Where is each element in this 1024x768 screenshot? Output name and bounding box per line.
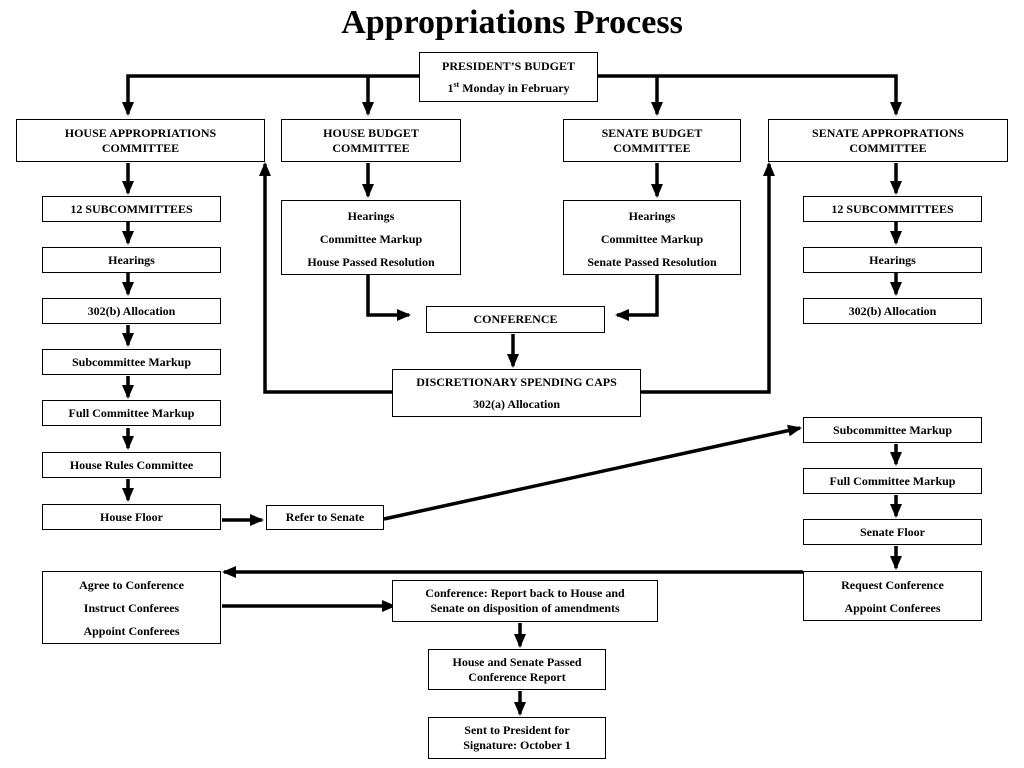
discretionary-spending-caps: DISCRETIONARY SPENDING CAPS 302(a) Alloc… — [392, 369, 641, 417]
senate-floor: Senate Floor — [803, 519, 982, 545]
house-budget-step: House Passed Resolution — [307, 255, 435, 269]
caps-title: DISCRETIONARY SPENDING CAPS — [416, 375, 617, 389]
senate-budget-steps: Hearings Committee Markup Senate Passed … — [563, 200, 741, 275]
senate-full-committee-markup: Full Committee Markup — [803, 468, 982, 494]
presidents-budget-date: 1st Monday in February — [447, 80, 570, 96]
senate-request-conference: Request Conference Appoint Conferees — [803, 571, 982, 621]
senate-302b-allocation: 302(b) Allocation — [803, 298, 982, 324]
house-hearings: Hearings — [42, 247, 221, 273]
agree-to-conference: Agree to Conference Instruct Conferees A… — [42, 571, 221, 644]
house-rules-committee: House Rules Committee — [42, 452, 221, 478]
house-budget-committee: HOUSE BUDGET COMMITTEE — [281, 119, 461, 162]
house-appropriations-committee: HOUSE APPROPRIATIONS COMMITTEE — [16, 119, 265, 162]
sent-to-president: Sent to President for Signature: October… — [428, 717, 606, 759]
conference-report-back: Conference: Report back to House and Sen… — [392, 580, 658, 622]
caps-allocation: 302(a) Allocation — [473, 397, 560, 411]
budget-conference: CONFERENCE — [426, 306, 605, 333]
senate-budget-step: Committee Markup — [600, 232, 704, 246]
house-subcommittee-markup: Subcommittee Markup — [42, 349, 221, 375]
arrow-house-budget-to-conference — [366, 275, 411, 321]
senate-12-subcommittees: 12 SUBCOMMITTEES — [803, 196, 982, 222]
arrow-caps-to-house-approp — [259, 162, 392, 394]
page-title: Appropriations Process — [341, 4, 683, 41]
refer-to-senate: Refer to Senate — [266, 505, 384, 530]
senate-budget-committee: SENATE BUDGET COMMITTEE — [563, 119, 741, 162]
agree-item: Instruct Conferees — [83, 601, 180, 615]
house-senate-passed-report: House and Senate Passed Conference Repor… — [428, 649, 606, 690]
arrow-senate-budget-to-conference — [615, 275, 659, 321]
house-budget-step: Hearings — [347, 209, 395, 223]
presidents-budget-box: PRESIDENT’S BUDGET 1st Monday in Februar… — [419, 52, 598, 102]
senate-hearings: Hearings — [803, 247, 982, 273]
senate-subcommittee-markup: Subcommittee Markup — [803, 417, 982, 443]
senate-budget-step: Hearings — [628, 209, 676, 223]
arrow-refer-to-senate — [383, 424, 802, 521]
presidents-budget-label: PRESIDENT’S BUDGET — [441, 59, 576, 73]
agree-item: Agree to Conference — [79, 578, 184, 592]
senate-budget-step: Senate Passed Resolution — [587, 255, 717, 269]
arrow-budget-to-house-approp — [122, 74, 420, 116]
house-budget-step: Committee Markup — [319, 232, 423, 246]
senate-request-item: Request Conference — [841, 578, 944, 592]
senate-request-item: Appoint Conferees — [844, 601, 941, 615]
house-floor: House Floor — [42, 504, 221, 530]
arrow-budget-to-senate-approp — [597, 74, 902, 116]
arrow-caps-to-senate-approp — [641, 162, 775, 394]
house-budget-steps: Hearings Committee Markup House Passed R… — [281, 200, 461, 275]
house-full-committee-markup: Full Committee Markup — [42, 400, 221, 426]
house-12-subcommittees: 12 SUBCOMMITTEES — [42, 196, 221, 222]
senate-appropriations-committee: SENATE APPROPRATIONS COMMITTEE — [768, 119, 1008, 162]
agree-item: Appoint Conferees — [83, 624, 180, 638]
house-302b-allocation: 302(b) Allocation — [42, 298, 221, 324]
